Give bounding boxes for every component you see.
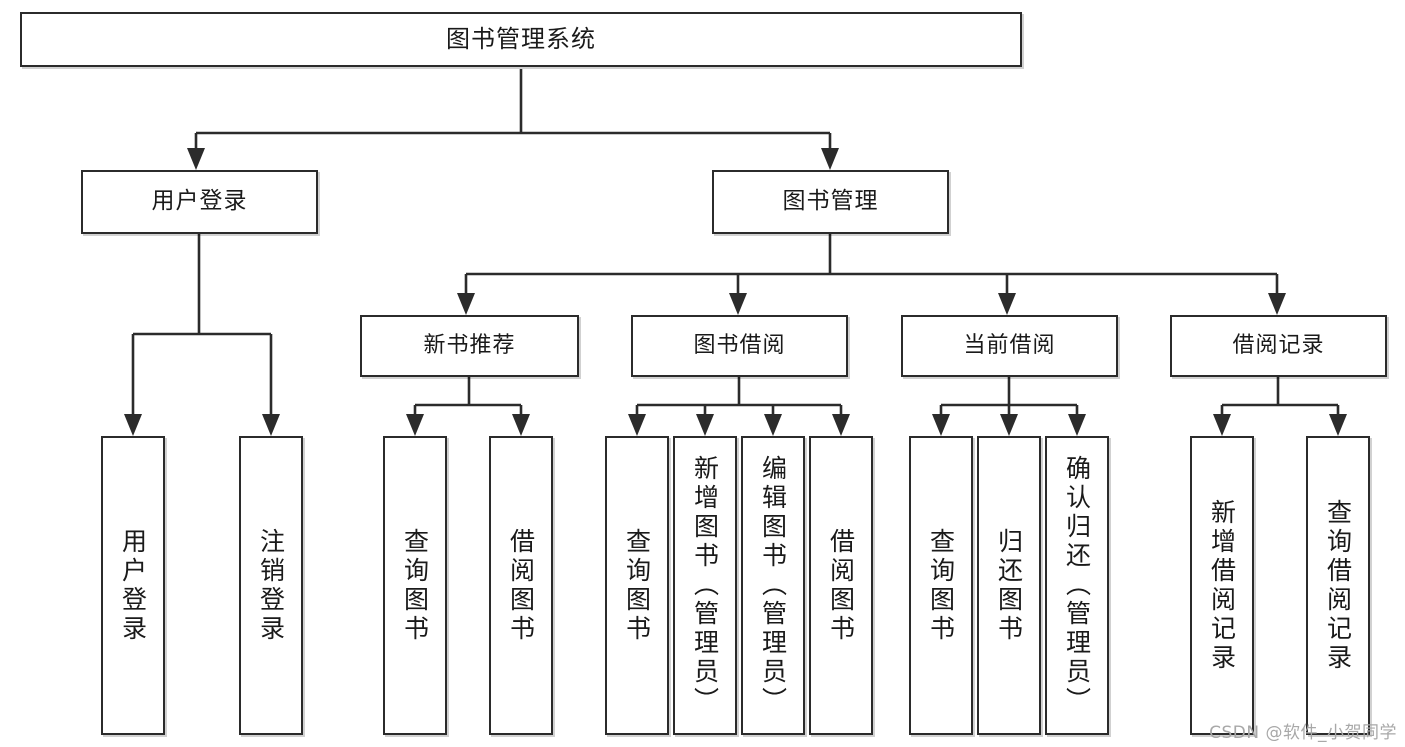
leaf-user-logout-label: 注销登录: [256, 527, 286, 644]
leaf-query-record[interactable]: 查询借阅记录: [1306, 436, 1370, 735]
leaf-confirm-return-label: 确认归还（管理员）: [1062, 455, 1092, 716]
leaf-user-login-label: 用户登录: [118, 527, 148, 644]
leaf-add-record-label: 新增借阅记录: [1207, 498, 1237, 673]
leaf-add-book-label: 新增图书（管理员）: [690, 455, 720, 716]
leaf-query-book-2-label: 查询图书: [622, 527, 652, 644]
node-book-borrow[interactable]: 图书借阅: [631, 315, 848, 377]
node-new-book-recommend[interactable]: 新书推荐: [360, 315, 579, 377]
node-root[interactable]: 图书管理系统: [20, 12, 1022, 67]
node-borrow-record[interactable]: 借阅记录: [1170, 315, 1387, 377]
node-borrow-record-label: 借阅记录: [1232, 333, 1325, 359]
node-current-borrow[interactable]: 当前借阅: [901, 315, 1118, 377]
node-user-login-label: 用户登录: [151, 188, 248, 215]
leaf-edit-book[interactable]: 编辑图书（管理员）: [741, 436, 805, 735]
leaf-confirm-return[interactable]: 确认归还（管理员）: [1045, 436, 1109, 735]
leaf-return-book[interactable]: 归还图书: [977, 436, 1041, 735]
leaf-add-record[interactable]: 新增借阅记录: [1190, 436, 1254, 735]
csdn-watermark: CSDN @软件_小贺同学: [1209, 723, 1397, 743]
node-current-borrow-label: 当前借阅: [963, 333, 1056, 359]
leaf-borrow-book-1-label: 借阅图书: [506, 527, 536, 644]
leaf-edit-book-label: 编辑图书（管理员）: [758, 455, 788, 716]
leaf-return-book-label: 归还图书: [994, 527, 1024, 644]
node-book-borrow-label: 图书借阅: [693, 333, 786, 359]
leaf-query-book-1-label: 查询图书: [400, 527, 430, 644]
node-book-manage[interactable]: 图书管理: [712, 170, 949, 234]
node-new-book-recommend-label: 新书推荐: [423, 333, 516, 359]
leaf-query-book-3-label: 查询图书: [926, 527, 956, 644]
leaf-borrow-book-2[interactable]: 借阅图书: [809, 436, 873, 735]
node-book-manage-label: 图书管理: [782, 188, 879, 215]
leaf-borrow-book-2-label: 借阅图书: [826, 527, 856, 644]
leaf-query-book-1[interactable]: 查询图书: [383, 436, 447, 735]
leaf-borrow-book-1[interactable]: 借阅图书: [489, 436, 553, 735]
leaf-user-login[interactable]: 用户登录: [101, 436, 165, 735]
node-root-label: 图书管理系统: [446, 25, 596, 54]
leaf-add-book[interactable]: 新增图书（管理员）: [673, 436, 737, 735]
leaf-query-book-2[interactable]: 查询图书: [605, 436, 669, 735]
leaf-query-book-3[interactable]: 查询图书: [909, 436, 973, 735]
leaf-query-record-label: 查询借阅记录: [1323, 498, 1353, 673]
leaf-user-logout[interactable]: 注销登录: [239, 436, 303, 735]
node-user-login[interactable]: 用户登录: [81, 170, 318, 234]
